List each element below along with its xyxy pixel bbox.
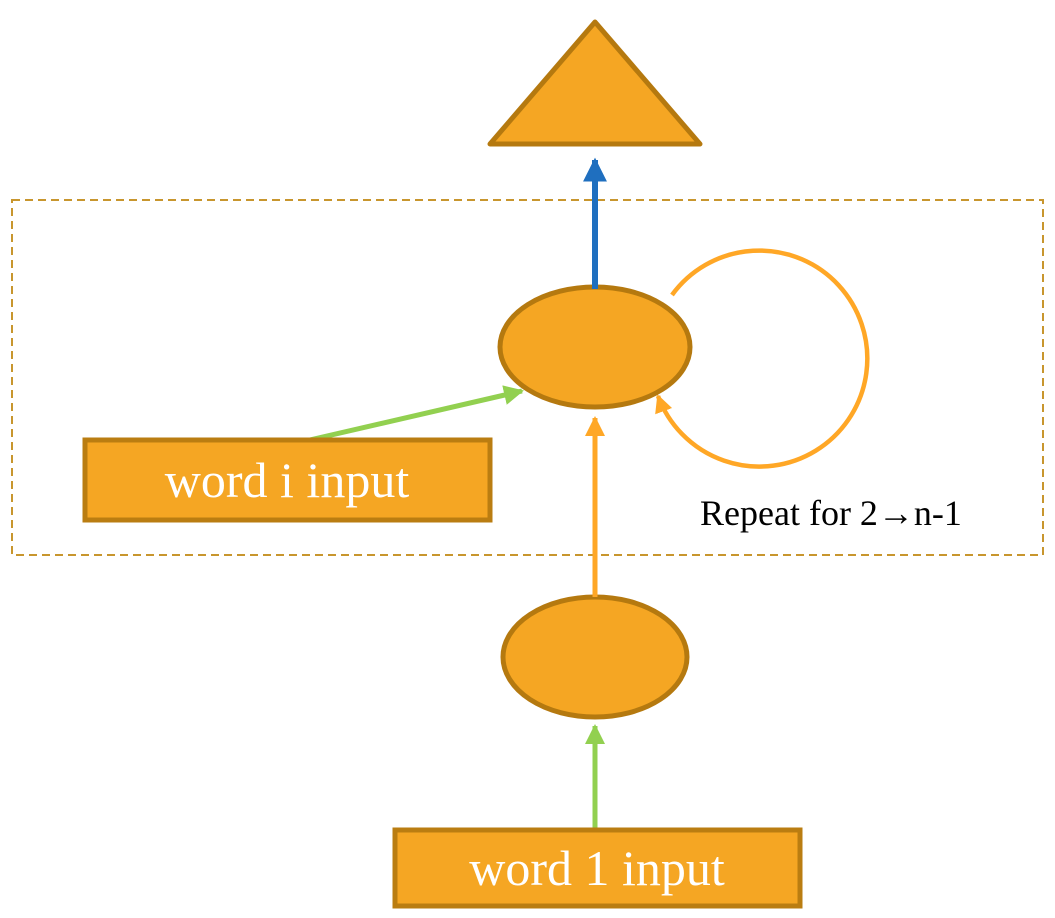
output-triangle-shape: [487, 19, 703, 147]
word-1-input-label: word 1 input: [469, 840, 725, 896]
hidden-state-ellipse-1: [500, 594, 690, 720]
recurrent-loop-arrow: [655, 248, 870, 469]
word-i-input-arrow: [287, 385, 524, 448]
hidden-state-ellipse-i: [497, 284, 693, 410]
repeat-region-border: [11, 199, 1044, 556]
repeat-note: Repeat for 2→n-1: [700, 493, 962, 533]
word-1-input-box: [392, 827, 803, 909]
word-i-input-label: word i input: [165, 452, 410, 508]
word-i-input-box: [82, 437, 493, 523]
